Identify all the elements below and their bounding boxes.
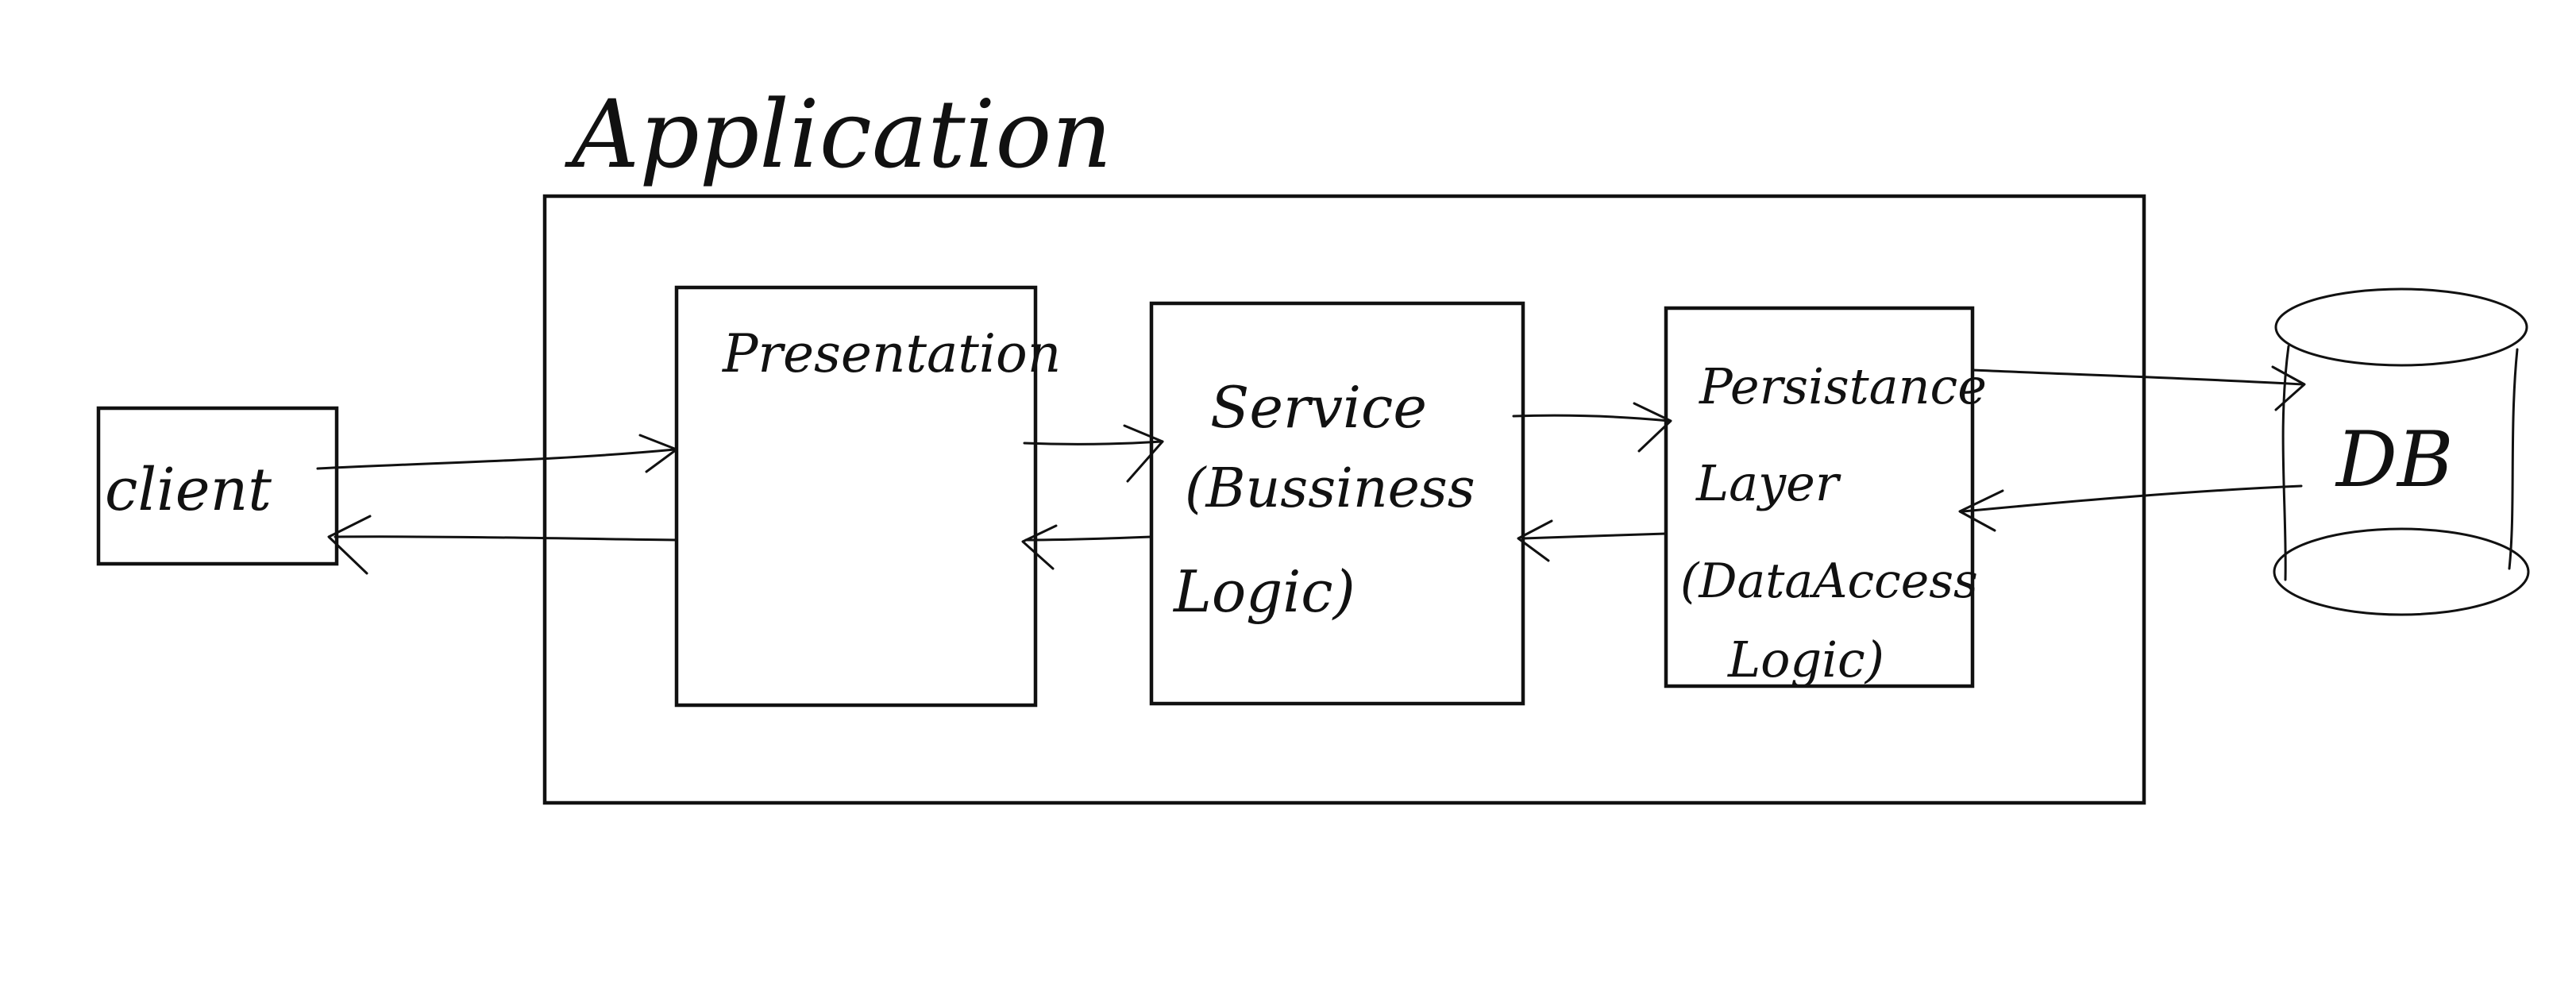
client-label: client bbox=[105, 456, 272, 524]
presentation-label: Presentation bbox=[722, 323, 1061, 384]
arrow-presentation-to-client bbox=[327, 515, 678, 575]
service-label-line1: Service bbox=[1210, 374, 1427, 441]
arrow-presentation-to-service bbox=[1023, 424, 1164, 483]
arrow-service-to-persistence bbox=[1512, 402, 1672, 453]
arrow-client-to-presentation bbox=[316, 434, 678, 473]
database-cylinder bbox=[2273, 287, 2530, 616]
service-label-line3: Logic) bbox=[1172, 558, 1355, 625]
persistence-label-line4: Logic) bbox=[1727, 631, 1884, 688]
application-title: Application bbox=[565, 79, 1112, 189]
persistence-box bbox=[1664, 306, 1975, 688]
arrow-persistence-to-database bbox=[1971, 365, 2306, 411]
client-box bbox=[96, 406, 339, 566]
persistence-label-line1: Persistance bbox=[1699, 357, 1987, 415]
service-box bbox=[1149, 301, 1525, 706]
service-label-line2: (Bussiness bbox=[1185, 457, 1475, 520]
database-label: DB bbox=[2335, 415, 2454, 504]
persistence-label-line2: Layer bbox=[1695, 454, 1841, 512]
application-container bbox=[542, 194, 2146, 805]
arrow-persistence-to-service bbox=[1517, 519, 1668, 562]
presentation-box bbox=[674, 285, 1038, 708]
arrow-service-to-presentation bbox=[1021, 524, 1153, 570]
persistence-label-line3: (DataAccess bbox=[1680, 554, 1978, 609]
arrow-database-to-persistence bbox=[1958, 484, 2303, 532]
